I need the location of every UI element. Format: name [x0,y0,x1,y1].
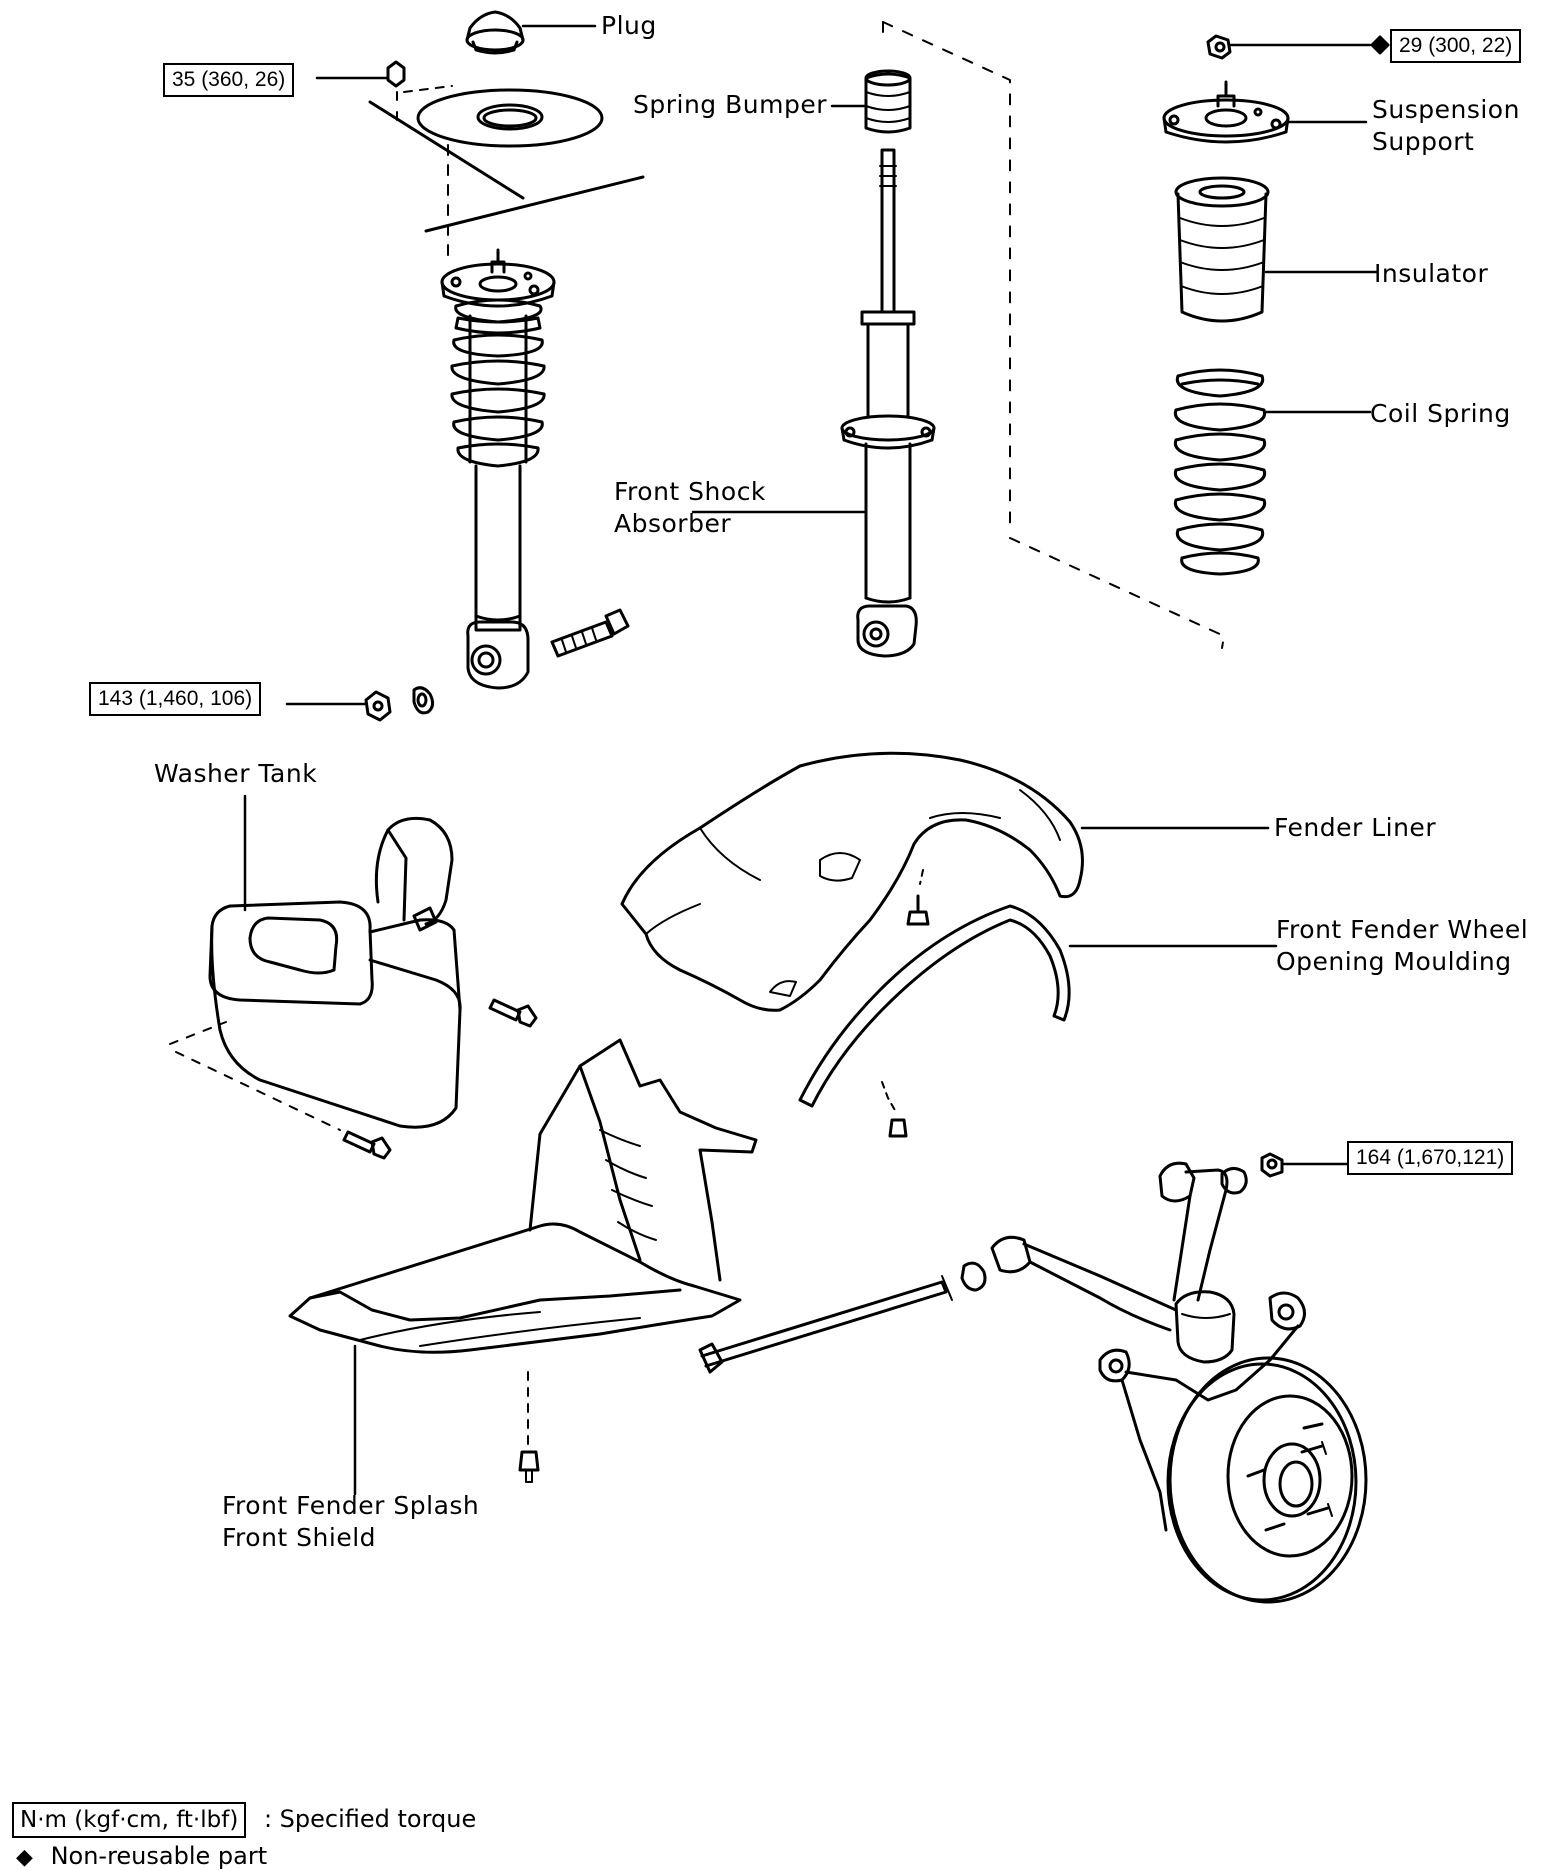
washer-tank-part [169,794,462,1131]
lower-arm-part [990,1235,1178,1332]
torque-164-box: 164 (1,670,121) [1347,1141,1514,1175]
upper-arm-part [1158,1152,1366,1302]
spring-bumper-label: Spring Bumper [633,90,827,119]
guide-line [882,21,1225,649]
washer-tank-label: Washer Tank [154,759,318,788]
torque-29-box: 29 (300, 22) [1390,29,1522,63]
strut-bolt-part [550,608,630,658]
plug-part [465,10,597,55]
support-nut-part [1206,34,1390,60]
legend-nonreusable: ◆ Non-reusable part [16,1842,267,1870]
splash-shield-part [288,1038,758,1496]
tank-bolt-part [342,998,538,1160]
suspension-support-label-line2: Support [1372,127,1475,156]
strut-assembly-part [315,60,645,690]
legend-unit-text: : Specified torque [263,1805,477,1833]
wheel-moulding-label-line2: Opening Moulding [1276,947,1512,976]
plug-label: Plug [601,11,657,40]
torque-143-box: 143 (1,460, 106) [89,682,262,716]
wheel-moulding-label-line1: Front Fender Wheel [1276,915,1529,944]
splash-shield-label-line2: Front Shield [222,1523,377,1552]
coil-spring-part [1173,368,1372,576]
front-shock-absorber-label-line2: Absorber [614,509,732,538]
legend-torque: N·m (kgf·cm, ft·lbf) : Specified torque [12,1802,476,1838]
suspension-support-label-line1: Suspension [1372,95,1520,124]
insulator-label: Insulator [1374,259,1489,288]
disc-rotor-part [1166,1356,1368,1604]
suspension-support-part [1162,80,1368,144]
spring-bumper-part [830,69,912,134]
torque-35-box: 35 (360, 26) [163,63,295,97]
strut-rod-part [698,1261,987,1374]
shock-absorber-part [691,148,936,658]
wheel-opening-moulding-part [798,904,1278,1138]
diamond-icon: ◆ [16,1845,33,1870]
splash-shield-label-line1: Front Fender Splash [222,1491,480,1520]
lower-nut-washer-part [285,686,435,722]
coil-spring-label: Coil Spring [1370,399,1511,428]
fender-liner-part [620,751,1270,1012]
insulator-part [1174,176,1378,323]
legend-nonreusable-text: Non-reusable part [50,1842,268,1870]
fender-liner-label: Fender Liner [1274,813,1437,842]
front-shock-absorber-label-line1: Front Shock [614,477,766,506]
liner-clip-part [906,894,930,926]
steering-knuckle-part [1098,1290,1306,1532]
legend-unit-box: N·m (kgf·cm, ft·lbf) [12,1802,247,1838]
